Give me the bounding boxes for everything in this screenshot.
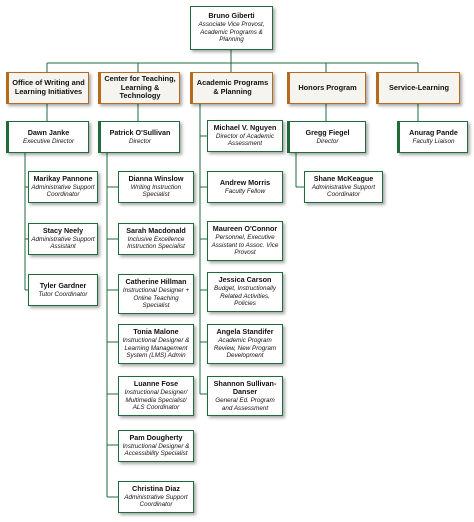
person-title: Faculty Fellow <box>224 187 266 195</box>
person-name: Stacy Neely <box>42 226 84 236</box>
person-title: Personnel, Executive Assistant to Assoc.… <box>211 233 279 257</box>
dept-name: Honors Program <box>298 82 357 92</box>
staff-box: Marikay Pannone Administrative Support C… <box>28 171 98 203</box>
person-name: Bruno Giberti <box>208 11 255 21</box>
person-name: Jessica Carson <box>218 275 272 285</box>
dept-name: Service-Learning <box>389 82 449 92</box>
person-title: Instructional Designer & Learning Manage… <box>122 336 190 360</box>
person-title: Academic Program Review, New Program Dev… <box>213 336 277 360</box>
person-title: Director <box>316 137 339 145</box>
staff-box: Andrew Morris Faculty Fellow <box>207 171 283 203</box>
staff-box: Shannon Sullivan-Danser General Ed. Prog… <box>207 376 283 416</box>
person-name: Maureen O'Connor <box>212 224 278 234</box>
head-box-gregg-fiegel: Gregg Fiegel Director <box>287 121 366 153</box>
head-box-dawn-janke: Dawn Janke Executive Director <box>6 121 89 153</box>
person-title: Director <box>128 137 152 145</box>
person-name: Dianna Winslow <box>128 174 184 184</box>
person-title: Instructional Designer & Accessibility S… <box>122 442 190 458</box>
person-title: Instructional Designer/ Multimedia Speci… <box>124 388 188 412</box>
staff-box: Jessica Carson Budget, Instructionally R… <box>207 272 283 312</box>
staff-box: Angela Standifer Academic Program Review… <box>207 324 283 364</box>
dept-box-academic-programs: Academic Programs & Planning <box>190 72 273 104</box>
staff-box: Catherine Hillman Instructional Designer… <box>118 274 194 314</box>
dept-box-writing-learning: Office of Writing and Learning Initiativ… <box>6 72 89 104</box>
org-box-root: Bruno Giberti Associate Vice Provost, Ac… <box>190 6 273 50</box>
staff-box: Stacy Neely Administrative Support Assis… <box>28 223 98 255</box>
staff-box: Pam Dougherty Instructional Designer & A… <box>118 430 194 462</box>
person-name: Catherine Hillman <box>125 277 187 287</box>
staff-box: Tyler Gardner Tutor Coordinator <box>28 274 98 306</box>
person-title: Faculty Liaison <box>412 137 455 145</box>
person-name: Marikay Pannone <box>33 174 93 184</box>
person-name: Sarah Macdonald <box>126 226 186 236</box>
person-title: Inclusive Excellence Instruction Special… <box>127 235 185 251</box>
person-name: Christina Diaz <box>132 484 180 494</box>
staff-box: Dianna Winslow Writing Instruction Speci… <box>118 171 194 203</box>
dept-name: Center for Teaching, Learning & Technolo… <box>104 73 176 101</box>
person-name: Luanne Fose <box>133 379 179 389</box>
dept-box-ctlt: Center for Teaching, Learning & Technolo… <box>98 72 180 104</box>
person-title: Instructional Designer + Online Teaching… <box>122 286 190 310</box>
person-name: Dawn Janke <box>27 127 70 137</box>
person-name: Shannon Sullivan-Danser <box>213 378 277 397</box>
person-title: Administrative Support Coordinator <box>124 493 188 509</box>
dept-name: Office of Writing and Learning Initiativ… <box>12 78 85 96</box>
person-name: Anurag Pande <box>409 127 458 137</box>
person-title: Tutor Coordinator <box>38 290 88 298</box>
person-title: Administrative Support Coordinator <box>311 183 376 199</box>
person-title: Director of Academic Assessment <box>215 132 275 148</box>
dept-box-honors: Honors Program <box>287 72 366 104</box>
person-name: Angela Standifer <box>216 327 274 337</box>
staff-box: Shane McKeague Administrative Support Co… <box>304 171 383 203</box>
person-name: Patrick O'Sullivan <box>109 127 171 137</box>
person-title: General Ed. Program and Assessment <box>215 397 275 412</box>
person-title: Administrative Support Assistant <box>31 235 95 251</box>
person-title: Executive Director <box>22 137 75 145</box>
person-title: Associate Vice Provost, Academic Program… <box>198 20 265 44</box>
staff-box: Michael V. Nguyen Director of Academic A… <box>207 120 283 152</box>
dept-box-service-learning: Service-Learning <box>376 72 460 104</box>
staff-box: Sarah Macdonald Inclusive Excellence Ins… <box>118 223 194 255</box>
person-name: Michael V. Nguyen <box>213 123 277 133</box>
person-title: Budget, Instructionally Related Activiti… <box>214 284 276 308</box>
head-box-patrick-osullivan: Patrick O'Sullivan Director <box>98 121 180 153</box>
person-name: Tyler Gardner <box>39 280 87 290</box>
staff-box: Luanne Fose Instructional Designer/ Mult… <box>118 376 194 416</box>
head-box-anurag-pande: Anurag Pande Faculty Liaison <box>397 121 468 153</box>
person-title: Writing Instruction Specialist <box>130 183 182 199</box>
person-name: Gregg Fiegel <box>305 127 350 137</box>
staff-box: Tonia Malone Instructional Designer & Le… <box>118 324 194 364</box>
person-name: Pam Dougherty <box>129 433 183 443</box>
person-name: Andrew Morris <box>219 177 271 187</box>
person-name: Tonia Malone <box>133 327 179 337</box>
staff-box: Maureen O'Connor Personnel, Executive As… <box>207 221 283 261</box>
dept-name: Academic Programs & Planning <box>196 78 269 96</box>
person-title: Administrative Support Coordinator <box>31 183 95 199</box>
staff-box: Christina Diaz Administrative Support Co… <box>118 481 194 513</box>
person-name: Shane McKeague <box>313 174 374 184</box>
